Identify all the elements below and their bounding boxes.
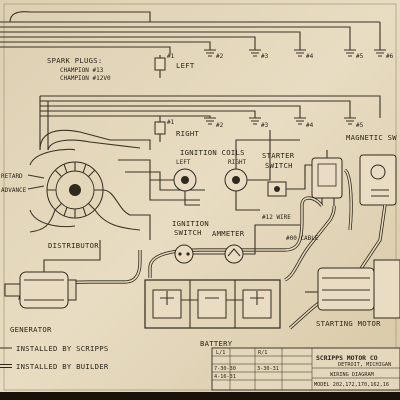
left-bank-bus [0, 11, 381, 55]
frame-bottom [0, 392, 400, 400]
retard-label: RETARD [1, 173, 23, 180]
right-plug-3: #3 [249, 117, 269, 129]
right-bank-bus [39, 95, 381, 150]
title-block-mark-4: 4-16-31 [214, 374, 236, 380]
ignition-switch-label-2: SWITCH [174, 228, 202, 237]
retard-advance-leaders [27, 174, 45, 190]
magnetic-switch-label: MAGNETIC SW [346, 133, 397, 142]
spark-plugs-label: SPARK PLUGS: [47, 56, 103, 65]
left-plug-5-label: #5 [356, 53, 364, 60]
starter-switch [267, 164, 320, 197]
left-plug-3: #3 [249, 49, 269, 60]
distributor-label: DISTRIBUTOR [48, 241, 99, 250]
starting-motor [305, 259, 400, 319]
right-plug-1: #1 [154, 116, 175, 142]
left-plug-5: #5 [344, 49, 364, 60]
cable-00-label: #00 CABLE [286, 235, 319, 242]
title-block-mark-1: L/1 [216, 350, 225, 356]
right-plug-2-label: #2 [216, 122, 224, 129]
left-plug-2: #2 [204, 49, 224, 60]
title-block [211, 347, 400, 391]
right-plug-4: #4 [294, 117, 314, 129]
starter-switch-label-2: SWITCH [265, 161, 293, 170]
ammeter [224, 224, 300, 264]
magnetic-switch [311, 150, 397, 206]
right-plug-3-label: #3 [261, 122, 269, 129]
legend-builder-label: INSTALLED BY BUILDER [16, 362, 109, 371]
generator [4, 240, 101, 309]
right-plug-4-label: #4 [306, 122, 314, 129]
left-plug-4: #4 [294, 49, 314, 60]
title-block-drawing: WIRING DIAGRAM [330, 372, 374, 378]
coil-left-label: LEFT [176, 159, 191, 166]
ignition-coil-left [150, 168, 200, 206]
left-plug-1-label: #1 [167, 53, 175, 60]
distributor [29, 129, 205, 240]
left-plug-6: #6 [374, 49, 394, 60]
battery-label: BATTERY [200, 339, 233, 348]
legend [0, 347, 12, 368]
title-block-company: SCRIPPS MOTOR CO [316, 354, 378, 362]
battery [144, 279, 281, 329]
left-plug-4-label: #4 [306, 53, 314, 60]
champion-12-label: CHAMPION #12V0 [60, 75, 111, 82]
right-bank-label: RIGHT [176, 129, 200, 138]
right-plug-5-label: #5 [356, 122, 364, 129]
title-block-mark-2: R/1 [258, 350, 267, 356]
left-plug-2-label: #2 [216, 53, 224, 60]
ignition-coils-label: IGNITION COILS [180, 148, 245, 157]
champion-13-label: CHAMPION #13 [60, 67, 104, 74]
ignition-coil-right [224, 130, 300, 211]
left-plug-3-label: #3 [261, 53, 269, 60]
left-bank-label: LEFT [176, 61, 195, 70]
title-block-city: DETROIT, MICHIGAN [338, 362, 391, 368]
left-plug-1: #1 [154, 53, 175, 78]
advance-label: ADVANCE [1, 187, 27, 194]
ignition-switch-label-1: IGNITION [172, 219, 209, 228]
title-block-date-1: 3-30-31 [257, 366, 279, 372]
starting-motor-label: STARTING MOTOR [316, 319, 381, 328]
right-plug-5: #5 [344, 117, 364, 129]
ignition-switch [174, 244, 225, 264]
legend-scripps-label: INSTALLED BY SCRIPPS [16, 344, 109, 353]
starter-switch-label-1: STARTER [262, 151, 295, 160]
left-plug-6-label: #6 [386, 53, 394, 60]
coil-right-label: RIGHT [228, 159, 246, 166]
title-block-model: MODEL 202,172,170,162,16 [314, 382, 389, 388]
ammeter-label: AMMETER [212, 229, 245, 238]
wire-12-label: #12 WIRE [262, 214, 291, 221]
generator-label: GENERATOR [10, 325, 52, 334]
title-block-mark-3: 7-30-30 [214, 366, 236, 372]
right-plug-1-label: #1 [167, 119, 175, 126]
right-plug-2: #2 [204, 117, 224, 129]
